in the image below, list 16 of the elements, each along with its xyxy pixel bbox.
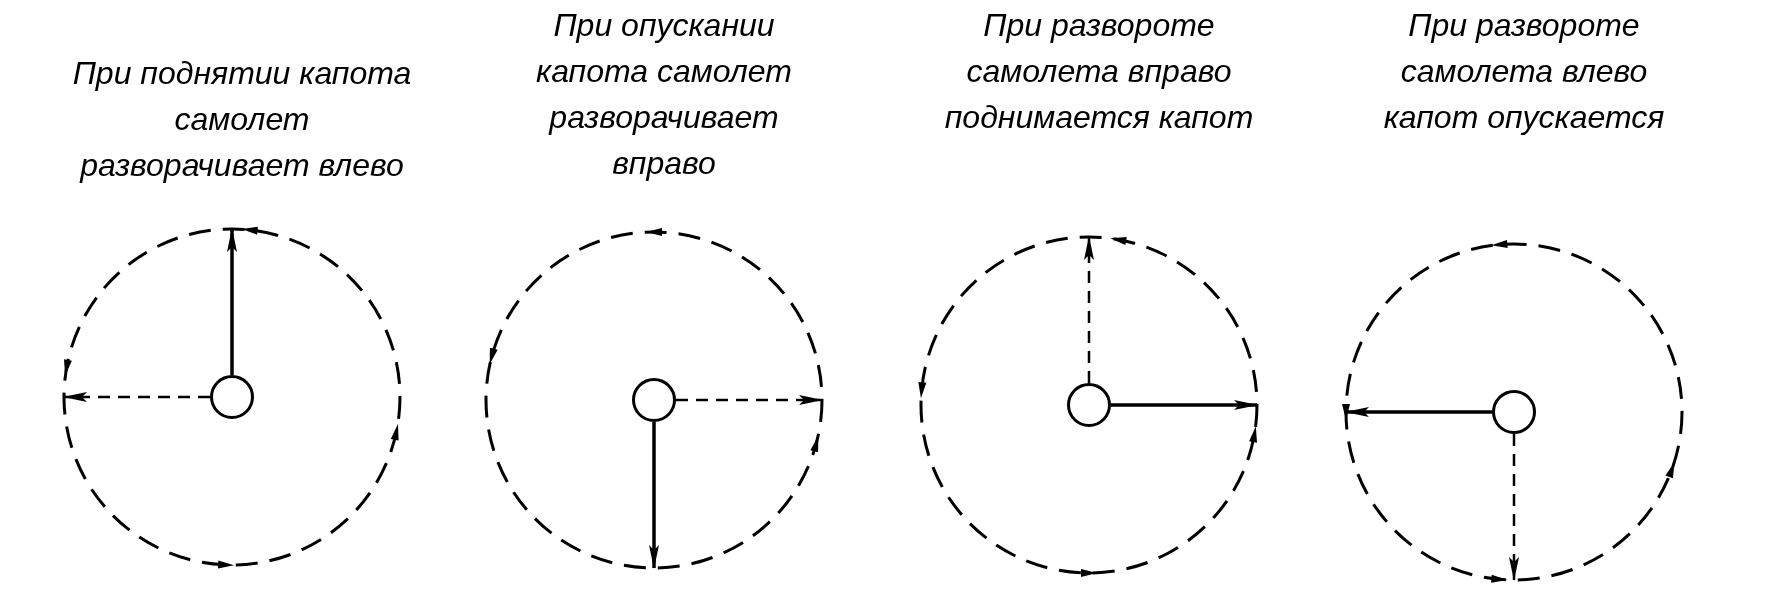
arrow (1111, 400, 1258, 410)
dashed-circle (60, 225, 404, 569)
arrow (649, 422, 659, 569)
dashed-circle (1342, 240, 1686, 584)
dashed-circle (917, 233, 1261, 577)
arrow (676, 395, 823, 405)
arrow (63, 392, 210, 402)
node-label: При развороте самолета влево капот опускается (1382, 6, 1666, 137)
arrow (1345, 407, 1492, 417)
node-label: При опускании капота самолет разворачивает вправо (535, 6, 793, 183)
dashed-circle (482, 228, 826, 572)
node-label: При поднятии капота самолет разворачивает влево (71, 54, 413, 185)
arrow (1509, 434, 1519, 581)
node-label: При развороте самолета вправо поднимается капот (943, 6, 1255, 137)
arrow (227, 228, 237, 375)
arrow (1084, 236, 1094, 383)
